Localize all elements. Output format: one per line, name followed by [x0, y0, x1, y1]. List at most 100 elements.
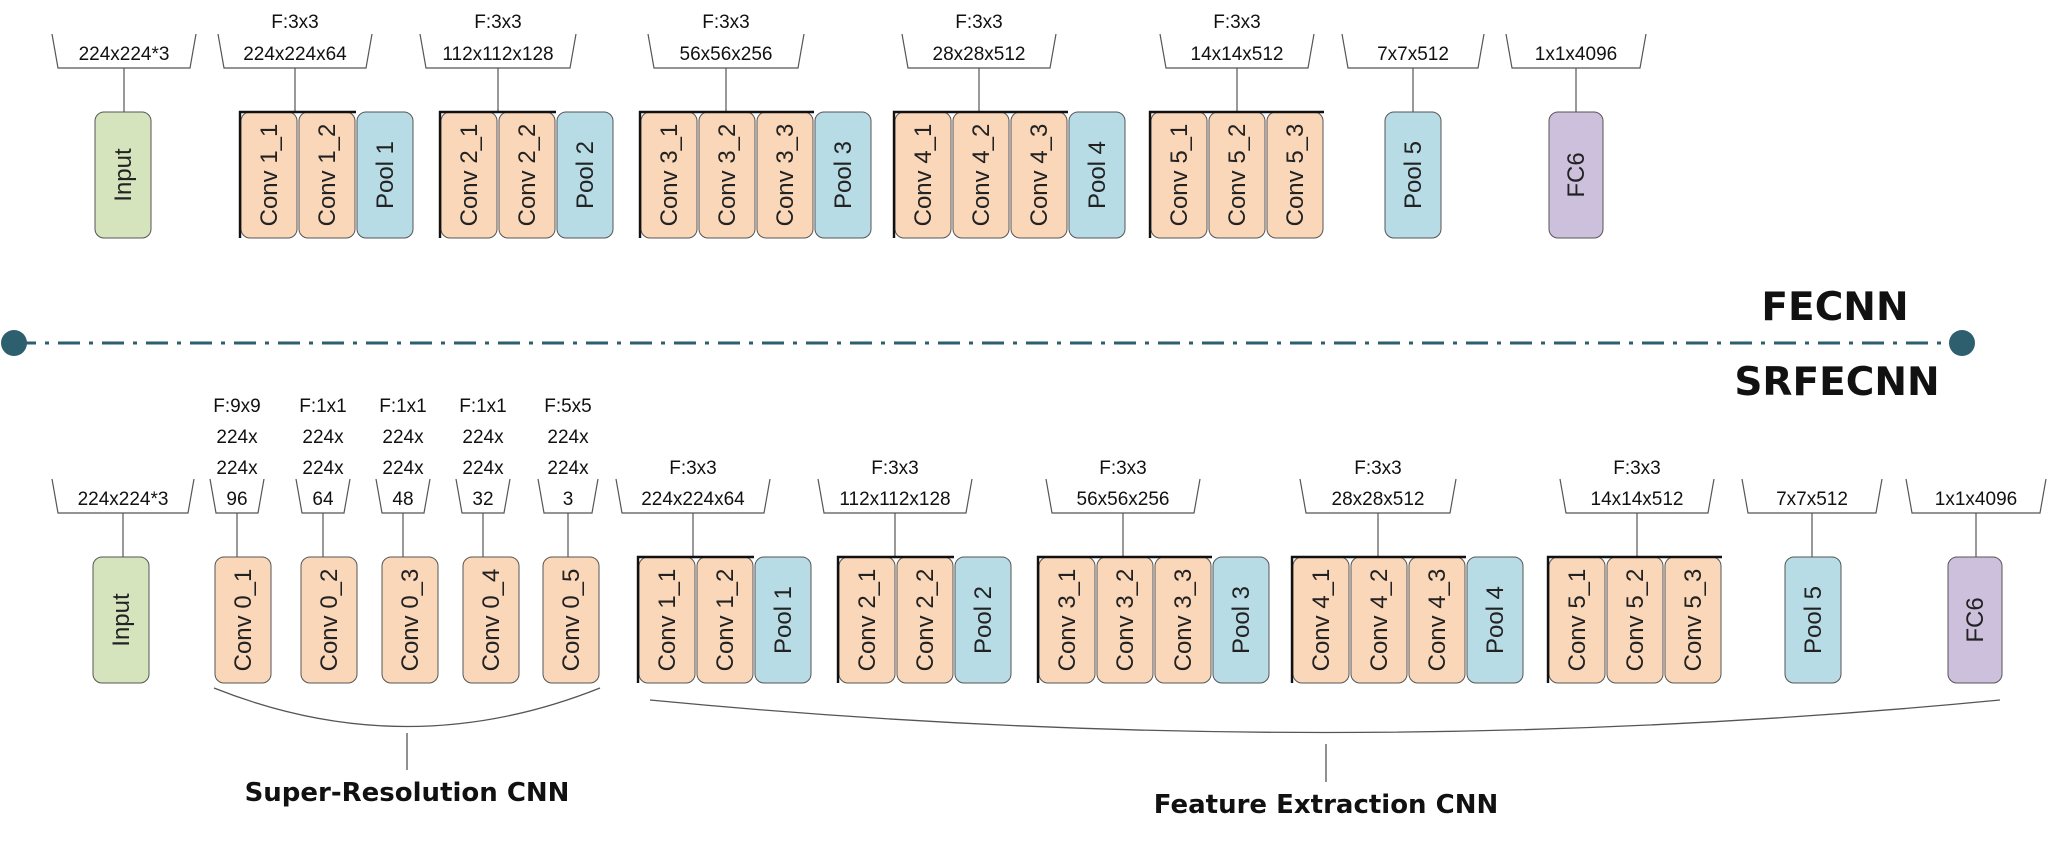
dimension-label: F:9x9 — [213, 396, 261, 417]
dimension-label: 1x1x4096 — [1535, 44, 1617, 65]
dimension-label: 14x14x512 — [1191, 44, 1284, 65]
block-label: Conv 5_3 — [1680, 569, 1707, 672]
block-label: Conv 0_2 — [316, 569, 343, 672]
block-label: Pool 3 — [830, 141, 857, 209]
dimension-label: F:3x3 — [271, 12, 319, 33]
dimension-label: F:5x5 — [544, 396, 592, 417]
dimension-label: 224x — [462, 427, 504, 448]
block-label: Conv 4_1 — [910, 124, 937, 227]
dimension-label: 224x — [216, 458, 258, 479]
conv-group-edge — [836, 555, 954, 683]
block-label: Conv 2_1 — [854, 569, 881, 672]
block-label: Conv 1_1 — [256, 124, 283, 227]
dimension-label: 28x28x512 — [933, 44, 1026, 65]
conv-group-edge — [1036, 555, 1212, 683]
dimension-label: 7x7x512 — [1377, 44, 1449, 65]
block-label: Input — [110, 148, 137, 202]
conv-group-edge — [638, 110, 814, 238]
block-label: Conv 0_3 — [397, 569, 424, 672]
conv-group-edge — [1546, 555, 1722, 683]
dimension-label: 32 — [472, 489, 493, 510]
dimension-label: 224x — [382, 427, 424, 448]
block-input — [94, 111, 152, 239]
block-pool-5 — [1784, 556, 1842, 684]
dimension-label: 56x56x256 — [680, 44, 773, 65]
block-label: Conv 2_1 — [456, 124, 483, 227]
dimension-label: 1x1x4096 — [1935, 489, 2017, 510]
dimension-label: 224x — [302, 458, 344, 479]
dimension-label: 224x — [547, 458, 589, 479]
block-label: Pool 2 — [970, 586, 997, 654]
block-label: Conv 4_2 — [1366, 569, 1393, 672]
dimension-label: F:1x1 — [299, 396, 347, 417]
block-label: Conv 3_3 — [772, 124, 799, 227]
block-label: Conv 0_1 — [230, 569, 257, 672]
block-label: Conv 5_1 — [1564, 569, 1591, 672]
conv-group-edge — [892, 110, 1068, 238]
dimension-label: F:3x3 — [871, 458, 919, 479]
block-label: Conv 2_2 — [514, 124, 541, 227]
conv-group-edge — [1290, 555, 1466, 683]
dimension-label: F:3x3 — [474, 12, 522, 33]
block-label: Conv 4_2 — [968, 124, 995, 227]
dimension-label: 14x14x512 — [1591, 489, 1684, 510]
dimension-label: 224x224*3 — [78, 489, 169, 510]
block-pool-4 — [1466, 556, 1524, 684]
dimension-label: F:3x3 — [1613, 458, 1661, 479]
dimension-label: F:1x1 — [379, 396, 427, 417]
block-fc6 — [1947, 556, 2003, 684]
block-label: Conv 1_2 — [712, 569, 739, 672]
dimension-label: F:3x3 — [669, 458, 717, 479]
dimension-label: 224x — [547, 427, 589, 448]
block-conv-0-3 — [381, 556, 439, 684]
block-label: Conv 1_1 — [654, 569, 681, 672]
conv-group-edge — [238, 110, 356, 238]
block-conv-0-4 — [462, 556, 520, 684]
dimension-label: 48 — [392, 489, 413, 510]
block-label: Conv 3_2 — [1112, 569, 1139, 672]
block-label: Conv 3_1 — [1054, 569, 1081, 672]
block-pool-3 — [814, 111, 872, 239]
dimension-label: 224x — [462, 458, 504, 479]
dimension-label: 112x112x128 — [442, 44, 553, 65]
block-pool-1 — [754, 556, 812, 684]
block-pool-2 — [556, 111, 614, 239]
block-label: Conv 4_3 — [1026, 124, 1053, 227]
dimension-label: 224x — [216, 427, 258, 448]
block-label: Conv 3_3 — [1170, 569, 1197, 672]
dimension-label: 96 — [226, 489, 247, 510]
group-feature-extraction-cnn: Feature Extraction CNN — [649, 699, 2001, 820]
dimension-label: F:3x3 — [1213, 12, 1261, 33]
group-brace — [213, 687, 601, 728]
conv-group-edge — [438, 110, 556, 238]
dimension-label: F:3x3 — [955, 12, 1003, 33]
group-brace — [649, 699, 2001, 734]
dimension-label: 112x112x128 — [839, 489, 950, 510]
block-label: Conv 4_1 — [1308, 569, 1335, 672]
dimension-label: 224x — [382, 458, 424, 479]
dimension-label: 28x28x512 — [1332, 489, 1425, 510]
block-fc6 — [1548, 111, 1604, 239]
divider-dot-left — [1, 330, 27, 356]
section-divider — [1, 330, 1975, 356]
block-label: Conv 0_5 — [558, 569, 585, 672]
block-label: Conv 5_2 — [1224, 124, 1251, 227]
dimension-label: 224x224*3 — [79, 44, 170, 65]
block-label: Pool 2 — [572, 141, 599, 209]
dimension-label: 64 — [312, 489, 334, 510]
